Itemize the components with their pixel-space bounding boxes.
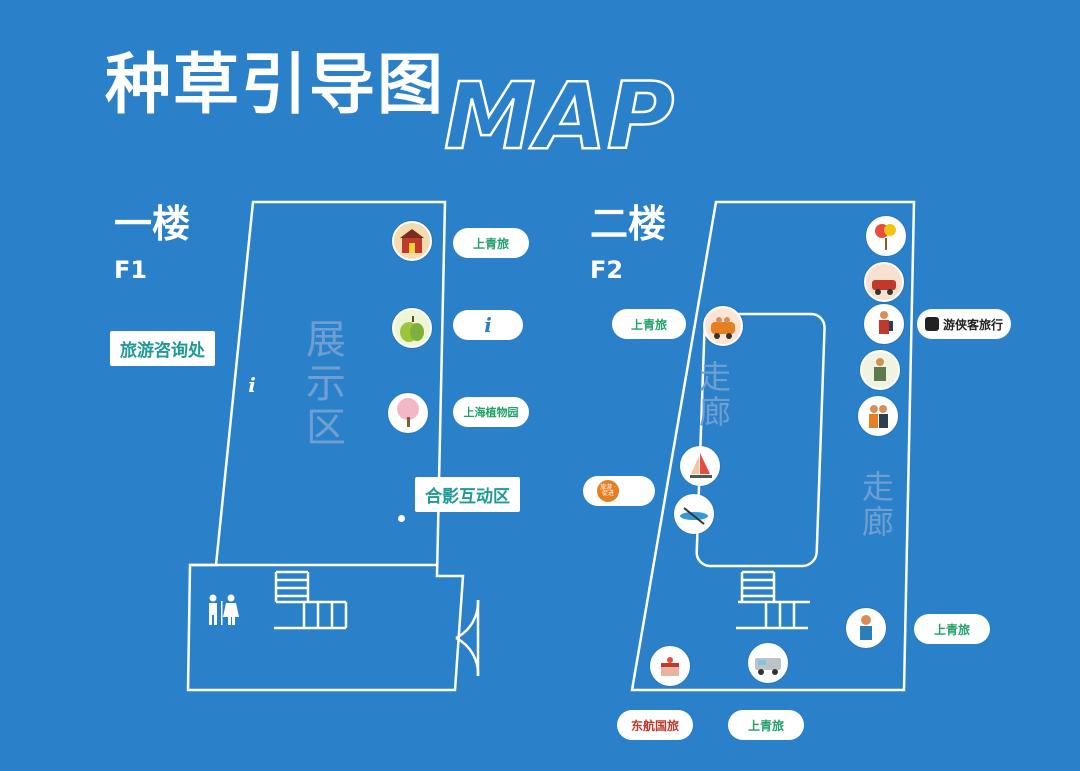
svg-text:MAP: MAP — [444, 70, 674, 160]
floor1-code: F1 — [114, 256, 148, 284]
kayak-illustration-icon[interactable] — [674, 494, 714, 534]
boy-illustration-icon[interactable] — [846, 608, 886, 648]
family-car-illustration-icon[interactable] — [703, 306, 743, 346]
blossom-tree-illustration-icon[interactable] — [388, 393, 428, 433]
hiker-illustration-icon[interactable] — [864, 304, 904, 344]
traveler-illustration-icon[interactable] — [860, 350, 900, 390]
floor2-stairs — [736, 570, 810, 630]
photo-area-dot — [398, 515, 405, 522]
partner-logo-shangqinglv-3[interactable]: 上青旅 — [728, 710, 804, 740]
restroom-icon — [209, 594, 239, 625]
camper-van-illustration-icon[interactable] — [748, 643, 788, 683]
balloon-illustration-icon[interactable] — [866, 216, 906, 256]
car-illustration-icon[interactable] — [864, 262, 904, 302]
partner-logo-shangqinglv-4[interactable]: 上青旅 — [914, 614, 990, 644]
youxiake-mark-icon — [924, 317, 939, 331]
floor2-title: 二楼 — [590, 202, 667, 246]
floor2-code: F2 — [590, 256, 624, 284]
photo-area-callout: 合影互动区 — [415, 477, 520, 512]
house-illustration-icon[interactable] — [392, 221, 432, 261]
partner-logo-donghang[interactable]: 东航国旅 — [617, 710, 693, 740]
info-desk-icon: i — [248, 373, 256, 397]
corridor-label-left: 走廊 — [698, 358, 731, 432]
partner-logo-botanical-garden[interactable]: 上海植物园 — [453, 397, 529, 427]
map-title: 种草引导图 — [105, 46, 445, 123]
corridor-label-right: 走廊 — [861, 468, 894, 542]
partner-logo-shangqinglv-1[interactable]: 上青旅 — [453, 228, 529, 258]
pear-illustration-icon[interactable] — [392, 308, 432, 348]
floor1-title: 一楼 — [114, 202, 191, 246]
partner-logo-shangqinglv-2[interactable]: 上青旅 — [612, 309, 686, 339]
tourism-promotion-logo[interactable]: 旅游 · 促进 — [583, 476, 655, 506]
couple-illustration-icon[interactable] — [858, 396, 898, 436]
floor2-outline — [630, 200, 916, 692]
floor1-stairs — [274, 570, 348, 630]
info-desk-callout: 旅游咨询处 — [110, 331, 215, 366]
info-logo-pill[interactable]: i — [453, 310, 523, 340]
partner-logo-youxiake[interactable]: 游侠客旅行 — [917, 309, 1011, 339]
cake-illustration-icon[interactable] — [650, 646, 690, 686]
map-title-en: MAP — [443, 70, 676, 160]
floor1-door — [455, 599, 480, 677]
floor1-zone-label: 展示区 — [306, 317, 346, 451]
floor2-atrium — [695, 312, 826, 568]
sailboat-illustration-icon[interactable] — [680, 446, 720, 486]
